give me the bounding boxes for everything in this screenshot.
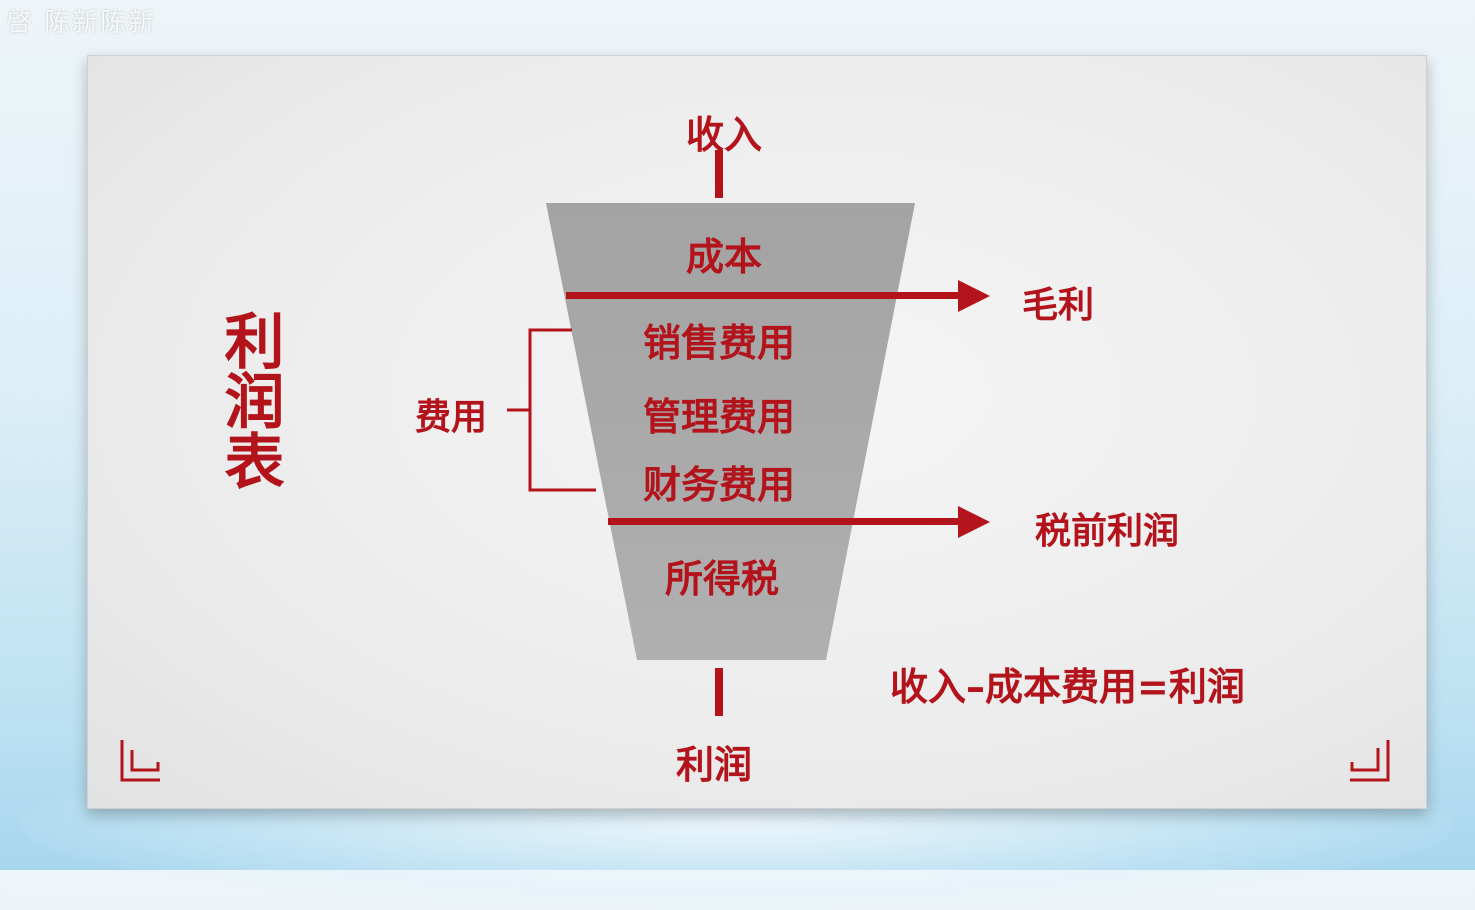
- top-label-revenue: 收入: [686, 113, 763, 157]
- gross-profit-label: 毛利: [1022, 285, 1095, 326]
- expenses-label: 费用: [415, 397, 488, 438]
- funnel-shape: [546, 203, 915, 660]
- corner-ornament-right: [1350, 740, 1390, 782]
- expenses-bracket: [507, 328, 596, 492]
- funnel-income-tax: 所得税: [665, 557, 780, 601]
- corner-ornament-left: [120, 740, 160, 782]
- funnel-admin-expense: 管理费用: [643, 395, 796, 439]
- pretax-profit-label: 税前利润: [1035, 511, 1180, 552]
- video-watermark: 啓 陈新陈新: [6, 8, 157, 38]
- pretax-profit-arrow: [608, 506, 990, 538]
- funnel-selling-expense: 销售费用: [643, 321, 796, 365]
- profit-formula: 收入–成本费用=利润: [890, 665, 1245, 709]
- income-statement-diagram: [120, 150, 1390, 782]
- gross-profit-arrow: [566, 280, 990, 312]
- bottom-label-profit: 利润: [676, 743, 753, 787]
- funnel-cost: 成本: [686, 235, 763, 279]
- top-connector: [715, 150, 723, 198]
- funnel-finance-expense: 财务费用: [643, 463, 796, 507]
- side-title: 利润表: [214, 310, 284, 490]
- bottom-connector: [715, 668, 723, 716]
